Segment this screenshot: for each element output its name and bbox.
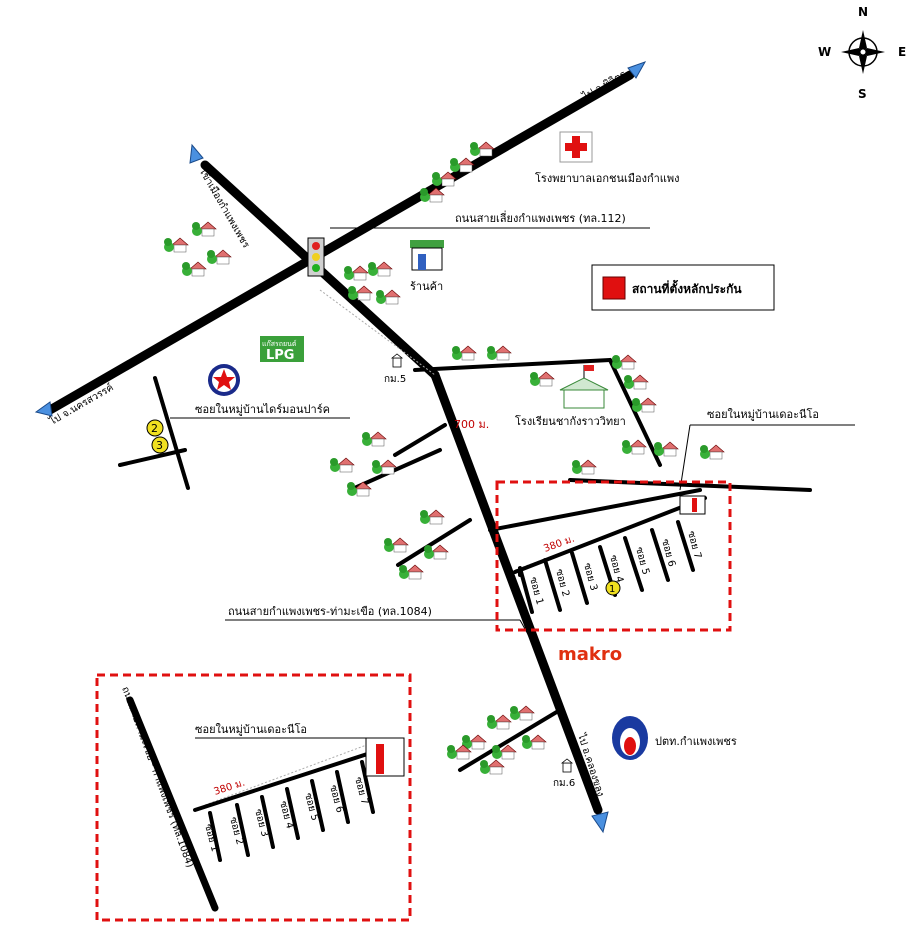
bypass-label: ถนนสายเลี่ยงกำแพงเพชร (ทล.112) xyxy=(455,210,626,225)
compass-n: N xyxy=(858,5,868,19)
marker-3: 3 xyxy=(151,436,169,454)
marker-1: 1 xyxy=(605,580,621,596)
arrow-phichit-icon xyxy=(627,61,647,79)
collateral-area-box xyxy=(495,480,732,632)
shop-label: ร้านค้า xyxy=(410,280,443,293)
gas-station-star-icon xyxy=(208,364,240,396)
ptt-label: ปตท.กำแพงเพชร xyxy=(655,735,737,748)
marker-2: 2 xyxy=(146,419,164,437)
svg-text:3: 3 xyxy=(156,439,163,452)
inset-map-box xyxy=(95,673,412,922)
compass-w: W xyxy=(818,45,831,59)
km5-post-icon xyxy=(391,353,403,368)
km6-post-icon xyxy=(561,758,573,773)
arrow-city-icon xyxy=(189,143,204,164)
highway-1084-label: ถนนสายกำแพงเพชร-ท่ามะเขือ (ทล.1084) xyxy=(228,605,432,618)
houses xyxy=(163,141,725,775)
lpg-top-label: แก๊สรถยนต์ xyxy=(262,340,297,348)
hospital-icon xyxy=(559,131,593,163)
inset-soi1-label: ซอย 1 xyxy=(202,823,220,853)
hospital-label: โรงพยาบาลเอกชนเมืองกำแพง xyxy=(535,171,680,185)
school-label: โรงเรียนชากังราววิทยา xyxy=(515,414,626,428)
shop-icon xyxy=(410,240,444,271)
lpg-label: LPG xyxy=(266,348,294,363)
school-icon xyxy=(559,365,609,409)
km6-label: กม.6 xyxy=(553,778,575,789)
arrow-khlonglan-icon xyxy=(591,811,609,834)
inset-highway-label: ถนนสายท่ามะเขือ - กำแพงเพชร (ทล.1084) xyxy=(119,685,196,869)
makro-label: makro xyxy=(558,644,622,665)
compass-e: E xyxy=(898,45,906,59)
soi-diamond-park-label: ซอยในหมู่บ้านไดร์มอนปาร์ค xyxy=(195,403,330,416)
inset-soi-label: ซอยในหมู่บ้านเดอะนีโอ xyxy=(195,722,307,736)
legend: สถานที่ตั้งหลักประกัน xyxy=(591,264,775,311)
compass-s: S xyxy=(858,87,867,101)
distance-700: 700 ม. xyxy=(454,418,489,431)
km5-label: กม.5 xyxy=(384,374,406,385)
arrow-nakhonsawan-icon xyxy=(34,401,53,417)
compass-icon: N S W E xyxy=(818,5,906,101)
subdivision-sois xyxy=(513,496,707,614)
svg-text:1: 1 xyxy=(609,584,615,595)
svg-text:2: 2 xyxy=(151,422,158,435)
inset-roads xyxy=(126,696,397,912)
lpg-station-icon: แก๊สรถยนต์ LPG xyxy=(260,336,304,363)
ptt-logo-icon xyxy=(612,716,648,760)
traffic-light-icon xyxy=(307,237,325,277)
soi-the-neo-label: ซอยในหมู่บ้านเดอะนีโอ xyxy=(707,407,819,421)
road-label-phichit: ไป จ.พิจิตร xyxy=(580,68,629,103)
legend-label: สถานที่ตั้งหลักประกัน xyxy=(632,279,742,296)
